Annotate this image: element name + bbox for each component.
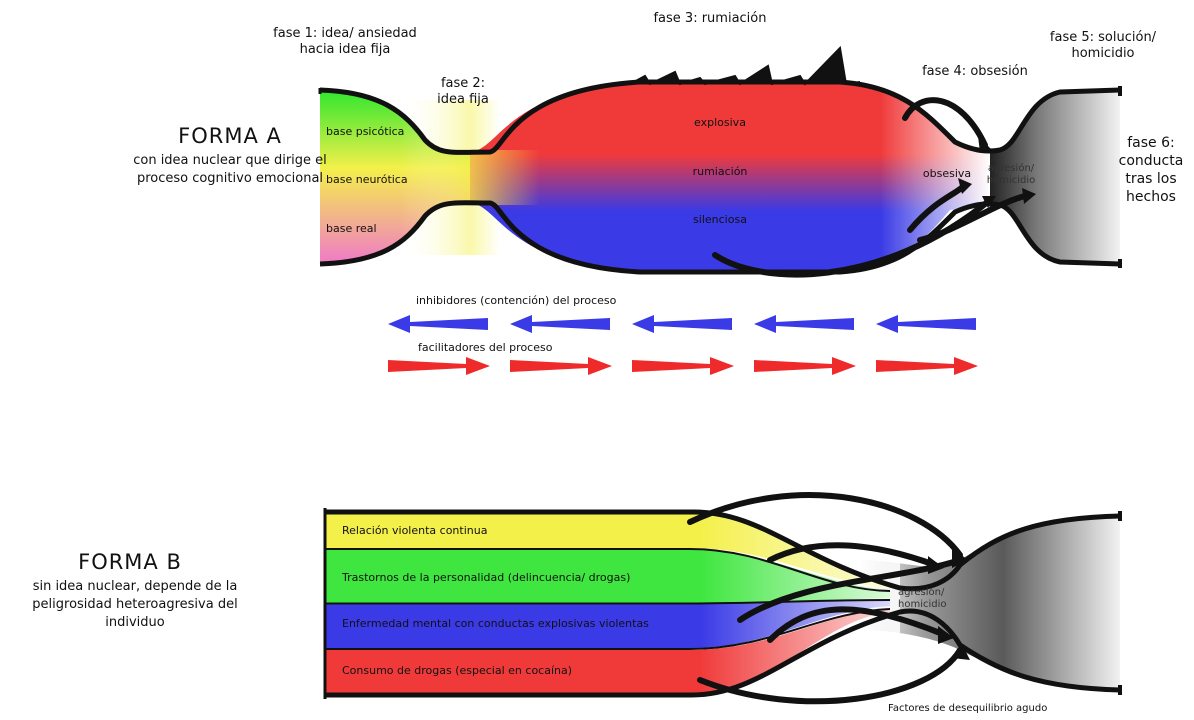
base-real-label: base real — [326, 222, 377, 235]
facilitator-arrows — [388, 357, 978, 375]
phase-6-label: fase 6: conducta tras los hechos — [1108, 134, 1194, 206]
phase-5-line: fase 5: solución/ — [1028, 30, 1178, 46]
phase-3-label: fase 3: rumiación — [610, 11, 810, 27]
inhibitor-arrow — [632, 315, 732, 333]
facilitator-arrow — [510, 357, 612, 375]
phase-2-line: idea fija — [418, 92, 508, 108]
form-b-description-line: sin idea nuclear, depende de la — [0, 578, 280, 596]
phase-5-label: fase 5: solución/ homicidio — [1028, 30, 1178, 62]
acute-factors-label: Factores de desequilibrio agudo — [888, 703, 1047, 714]
phase-1-label: fase 1: idea/ ansiedad hacia idea fija — [250, 26, 440, 58]
band-label: Enfermedad mental con conductas explosiv… — [342, 617, 649, 630]
explosiva-label: explosiva — [670, 116, 770, 129]
phase-1-line: fase 1: idea/ ansiedad — [250, 26, 440, 42]
phase-5-line: homicidio — [1028, 46, 1178, 62]
band-label: Trastornos de la personalidad (delincuen… — [342, 571, 630, 584]
band-label: Consumo de drogas (especial en cocaína) — [342, 664, 572, 677]
facilitator-arrow — [876, 357, 978, 375]
phase-6-line: conducta — [1108, 152, 1194, 170]
agresion-line: homicidio — [980, 175, 1042, 187]
phase-4-label: fase 4: obsesión — [895, 64, 1055, 80]
facilitator-arrow — [754, 357, 856, 375]
phase-6-line: hechos — [1108, 188, 1194, 206]
phase-6-line: fase 6: — [1108, 134, 1194, 152]
phase-2-label: fase 2: idea fija — [418, 76, 508, 108]
inhibitor-arrows — [388, 315, 976, 333]
phase-2-line: fase 2: — [418, 76, 508, 92]
obsesiva-label: obsesiva — [912, 167, 982, 180]
inhibitors-label: inhibidores (contención) del proceso — [416, 294, 616, 307]
rumination-spikes — [630, 48, 860, 84]
inhibitor-arrow — [754, 315, 854, 333]
form-b-description-line: peligrosidad heteroagresiva del — [0, 596, 280, 614]
inhibitor-arrow — [510, 315, 610, 333]
form-b-description-line: individuo — [0, 614, 280, 632]
facilitator-arrow — [388, 357, 490, 375]
agresion-line: agresión/ — [980, 163, 1042, 175]
base-neurotica-label: base neurótica — [326, 173, 408, 186]
form-b-title: FORMA B — [0, 550, 280, 574]
band-label: Relación violenta continua — [342, 524, 487, 537]
form-b-agresion-label: agresión/ homicidio — [898, 587, 988, 611]
form-b-description: sin idea nuclear, depende de la peligros… — [0, 578, 280, 632]
phase-6-line: tras los — [1108, 170, 1194, 188]
base-psicotica-label: base psicótica — [326, 125, 404, 138]
form-a-agresion-label: agresión/ homicidio — [980, 163, 1042, 187]
silenciosa-label: silenciosa — [670, 213, 770, 226]
form-a-description-line: con idea nuclear que dirige el — [80, 152, 380, 170]
agresion-line: homicidio — [898, 599, 988, 611]
phase-1-line: hacia idea fija — [250, 42, 440, 58]
facilitators-label: facilitadores del proceso — [418, 341, 552, 354]
facilitator-arrow — [632, 357, 734, 375]
rumiacion-label: rumiación — [670, 165, 770, 178]
agresion-line: agresión/ — [898, 587, 988, 599]
inhibitor-arrow — [876, 315, 976, 333]
inhibitor-arrow — [388, 315, 488, 333]
